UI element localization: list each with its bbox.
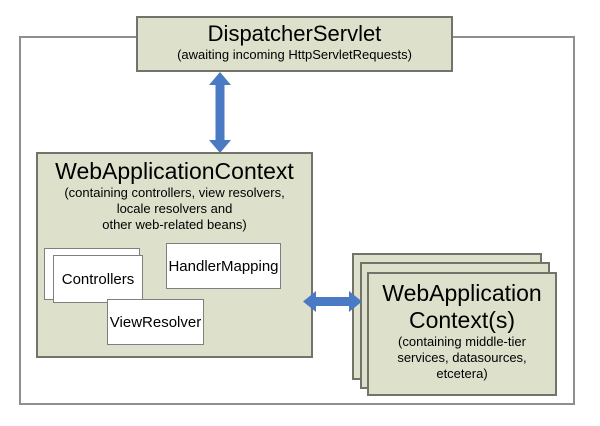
handler-mapping-label: HandlerMapping	[168, 257, 279, 275]
web-application-context-subtitle-line-3: other web-related beans)	[102, 217, 247, 232]
horizontal-double-arrow-shape	[303, 291, 362, 312]
middle-tier-context-subtitle-line-3: etcetera)	[436, 366, 488, 381]
web-application-context-title: WebApplicationContext	[55, 158, 294, 184]
horizontal-double-arrow-icon	[303, 291, 362, 312]
middle-tier-context-subtitle-line-2: services, datasources,	[397, 350, 527, 365]
middle-tier-context-title-line-1: WebApplication	[382, 280, 542, 306]
middle-tier-context-subtitle-line-1: (containing middle-tier	[398, 334, 526, 349]
vertical-double-arrow-shape	[209, 72, 231, 153]
dispatcher-servlet-title: DispatcherServlet	[207, 21, 382, 46]
handler-mapping-box: HandlerMapping	[166, 243, 281, 289]
web-application-context-subtitle-line-2: locale resolvers and	[116, 201, 233, 216]
middle-tier-context-title-line-2: Context(s)	[408, 307, 516, 333]
vertical-double-arrow-icon	[209, 72, 231, 153]
view-resolver-label: ViewResolver	[109, 313, 202, 331]
controllers-box: Controllers	[53, 255, 143, 303]
dispatcher-servlet-subtitle: (awaiting incoming HttpServletRequests)	[177, 47, 412, 62]
view-resolver-box: ViewResolver	[107, 299, 204, 345]
middle-tier-context-box: WebApplication Context(s) (containing mi…	[367, 272, 557, 396]
dispatcher-servlet-box: DispatcherServlet (awaiting incoming Htt…	[136, 16, 453, 72]
web-application-context-box: WebApplicationContext (containing contro…	[36, 152, 313, 358]
controllers-label: Controllers	[61, 270, 135, 288]
web-application-context-subtitle-line-1: (containing controllers, view resolvers,	[64, 185, 285, 200]
